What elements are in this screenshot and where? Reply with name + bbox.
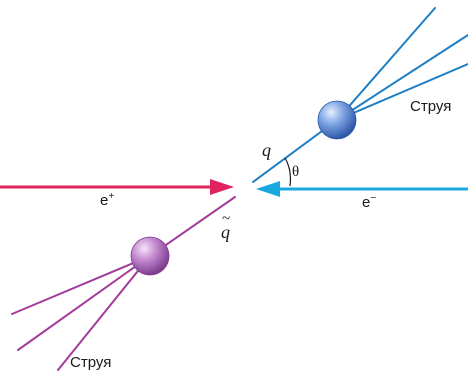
theta-label: θ bbox=[292, 164, 300, 180]
antiquark-jet bbox=[11, 196, 236, 371]
antiquark-jet-line-1 bbox=[11, 255, 151, 315]
quark-jet-line-3 bbox=[336, 63, 468, 121]
quark-jet bbox=[252, 7, 468, 183]
positron-arrowhead bbox=[210, 179, 234, 195]
quark-label: q bbox=[262, 140, 271, 160]
quark-jet-line-2 bbox=[336, 34, 468, 121]
electron-label: e− bbox=[362, 193, 377, 212]
electron-beam bbox=[256, 181, 468, 197]
antiquark-jet-line-3 bbox=[57, 255, 151, 371]
jet-label-lower: Струя bbox=[70, 354, 112, 371]
positron-label: e+ bbox=[100, 191, 115, 210]
antiquark-label: q bbox=[221, 211, 230, 243]
theta-arc bbox=[284, 157, 292, 187]
electron-arrowhead bbox=[256, 181, 280, 197]
quark-jet-line-1 bbox=[336, 7, 436, 121]
jet-label-upper: Струя bbox=[410, 98, 452, 115]
antiquark-jet-line-2 bbox=[17, 255, 151, 351]
positron-beam bbox=[0, 179, 234, 195]
quark-ball bbox=[317, 100, 357, 140]
antiquark-ball bbox=[130, 236, 170, 276]
